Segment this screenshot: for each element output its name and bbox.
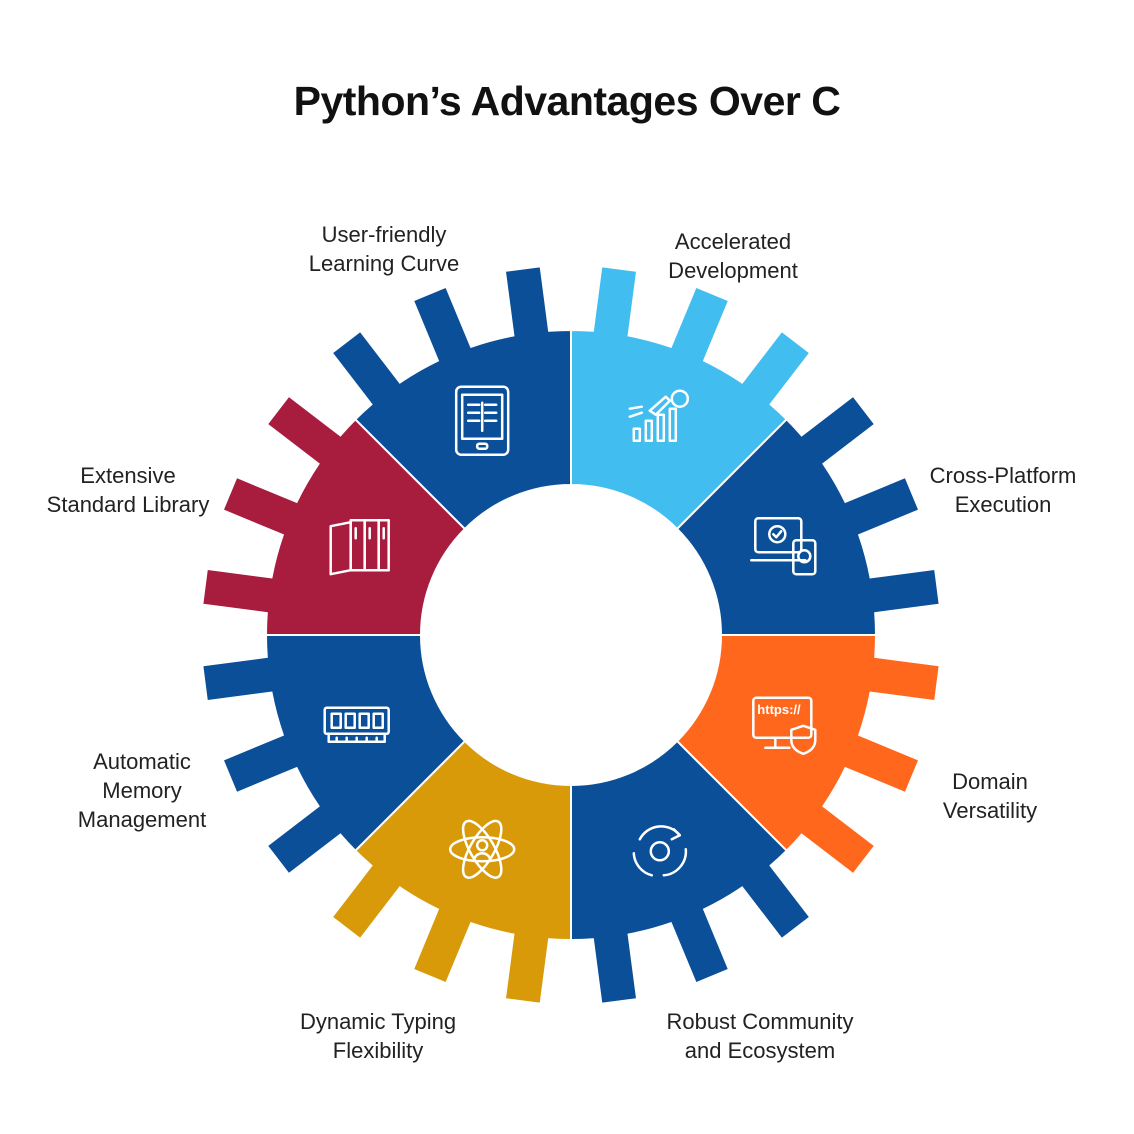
page-title: Python’s Advantages Over C [293,78,841,124]
label-line: Versatility [942,798,1038,823]
gear-center-hole [421,485,721,785]
label-line: Extensive [80,463,176,488]
label-line: Learning Curve [308,251,460,276]
label-line: Automatic [93,749,191,774]
label-line: Development [668,258,798,283]
atom-person-icon [448,819,516,879]
label-line: Dynamic Typing [299,1009,457,1034]
label-line: Robust Community [666,1009,854,1034]
label-line: User-friendly [321,222,447,247]
label-line: Cross-Platform [929,463,1077,488]
devices-check-icon [750,516,817,576]
label-line: Flexibility [332,1038,424,1063]
label-line: Management [77,807,207,832]
label-robust-community: Robust Community and Ecosystem [666,1007,853,1065]
ebook-tablet-icon [454,385,510,456]
binders-icon [329,518,390,576]
label-line: Execution [954,492,1052,517]
label-line: Standard Library [46,492,210,517]
label-line: Memory [102,778,182,803]
label-line: and Ecosystem [684,1038,836,1063]
svg-text:https://: https:// [757,702,801,717]
label-line: Accelerated [674,229,792,254]
recycle-ecosystem-icon [632,825,688,877]
rocket-chart-icon [628,389,690,442]
label-line: Domain [952,769,1028,794]
memory-chip-icon [323,706,390,744]
https-monitor-shield-icon: https:// [752,696,817,756]
